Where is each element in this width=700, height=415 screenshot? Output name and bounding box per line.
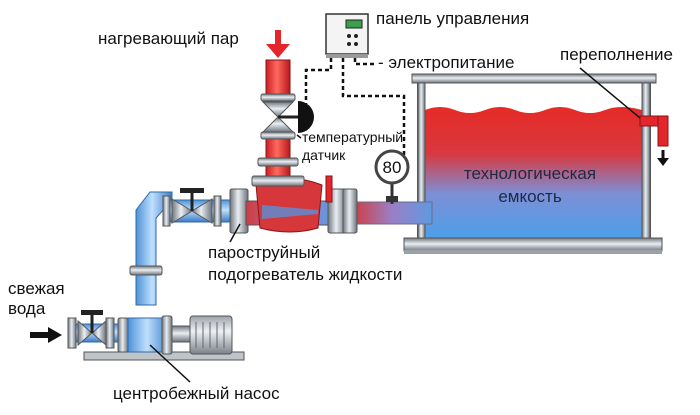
power-label: - электропитание [378, 53, 514, 72]
overflow-arrow-icon [657, 158, 669, 166]
heater-label-1: пароструйный [208, 243, 320, 262]
outlet-pipe [351, 201, 433, 225]
steam-label: нагревающий пар [98, 29, 239, 48]
steam-control-valve [260, 93, 314, 140]
fresh-water-arrow-icon [48, 327, 62, 343]
fresh-water-label-1: свежая [8, 279, 65, 298]
heater-label-2: подогреватель жидкости [208, 265, 402, 284]
tank-label-2: емкость [498, 187, 562, 206]
temp-sensor-label-1: температурный [302, 129, 403, 145]
signal-wiring [304, 58, 406, 172]
fresh-water-arrow [30, 327, 62, 343]
pump-label: центробежный насос [113, 384, 280, 403]
centrifugal-pump [67, 310, 245, 361]
tank-label-1: технологическая [464, 164, 596, 183]
water-valve [162, 188, 222, 227]
steam-jet-heater [229, 175, 358, 234]
control-panel-label: панель управления [376, 9, 529, 28]
tank-liquid [425, 107, 642, 240]
gauge-value: 80 [383, 158, 402, 177]
steam-pipe [251, 30, 305, 187]
overflow-pipe [639, 115, 669, 166]
process-tank [403, 73, 663, 254]
temperature-gauge: 80 [374, 149, 410, 204]
overflow-label: переполнение [560, 45, 673, 64]
control-panel [325, 13, 369, 58]
steam-arrow-icon [266, 44, 290, 58]
temp-sensor-label-2: датчик [302, 147, 346, 163]
valve-actuator-icon [298, 101, 314, 133]
leader-lines [149, 67, 641, 383]
fresh-water-label-2: вода [8, 299, 46, 318]
